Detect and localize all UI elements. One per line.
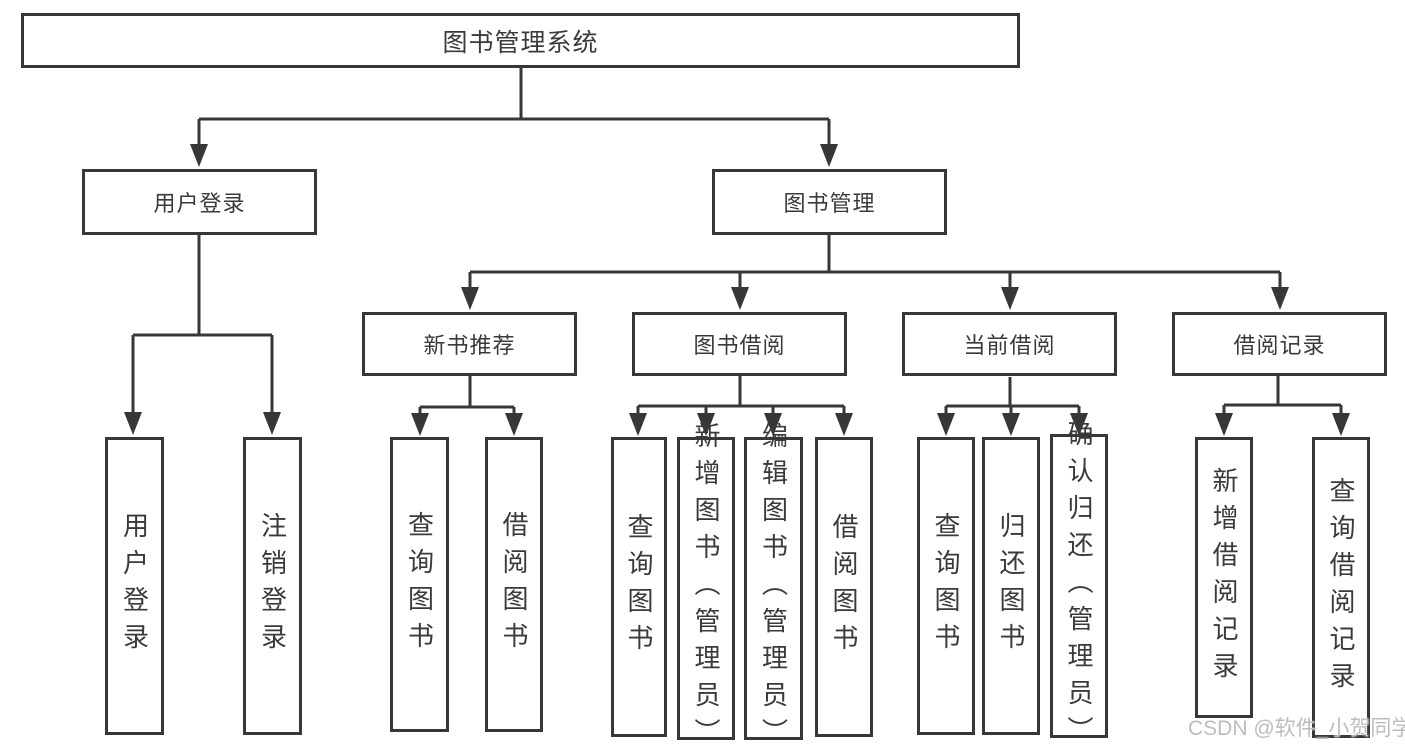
leaf-label: 查询图书 bbox=[404, 510, 435, 659]
node-user-login: 用户登录 bbox=[82, 169, 317, 235]
leaf-return-book: 归还图书 bbox=[982, 437, 1040, 735]
node-label: 当前借阅 bbox=[963, 333, 1056, 358]
leaf-query-book-recommend: 查询图书 bbox=[390, 437, 449, 732]
node-label: 图书管理 bbox=[783, 191, 876, 216]
leaf-query-book-borrow: 查询图书 bbox=[611, 437, 667, 737]
leaf-label: 编辑图书（管理员） bbox=[758, 422, 789, 747]
leaf-user-login: 用户登录 bbox=[105, 437, 164, 735]
leaf-confirm-return-admin: 确认归还（管理员） bbox=[1050, 420, 1108, 747]
node-label: 图书借阅 bbox=[693, 333, 786, 358]
leaf-borrow-book: 借阅图书 bbox=[815, 437, 873, 737]
leaf-label: 借阅图书 bbox=[829, 513, 859, 661]
node-borrow-record: 借阅记录 bbox=[1172, 312, 1387, 376]
leaf-add-book-admin: 新增图书（管理员） bbox=[677, 422, 735, 747]
node-label: 借阅记录 bbox=[1233, 333, 1326, 358]
arrowheads bbox=[124, 144, 1350, 436]
leaf-label: 查询借阅记录 bbox=[1326, 476, 1356, 699]
leaf-query-borrow-record: 查询借阅记录 bbox=[1312, 437, 1370, 738]
leaf-label: 确认归还（管理员） bbox=[1064, 419, 1094, 747]
leaf-borrow-book-recommend: 借阅图书 bbox=[485, 437, 543, 732]
leaf-label: 注销登录 bbox=[257, 512, 288, 660]
leaf-label: 查询图书 bbox=[931, 512, 961, 660]
leaf-edit-book-admin: 编辑图书（管理员） bbox=[744, 422, 803, 747]
node-current-borrow: 当前借阅 bbox=[902, 312, 1117, 376]
csdn-watermark: CSDN @软件_小贺同学 bbox=[1188, 717, 1405, 740]
leaf-label: 用户登录 bbox=[119, 512, 150, 660]
node-new-book-recommend: 新书推荐 bbox=[362, 312, 577, 376]
leaf-label: 新增图书（管理员） bbox=[691, 422, 721, 747]
leaf-add-borrow-record: 新增借阅记录 bbox=[1195, 437, 1253, 718]
node-label: 用户登录 bbox=[153, 191, 246, 216]
leaf-logout: 注销登录 bbox=[243, 437, 302, 735]
leaf-label: 新增借阅记录 bbox=[1209, 466, 1239, 689]
node-label: 新书推荐 bbox=[423, 333, 516, 358]
node-library-management-system: 图书管理系统 bbox=[21, 13, 1020, 68]
node-book-borrow: 图书借阅 bbox=[632, 312, 847, 376]
connector-paths bbox=[131, 68, 1343, 421]
node-book-management: 图书管理 bbox=[712, 169, 947, 235]
leaf-query-book-current: 查询图书 bbox=[917, 437, 975, 735]
leaf-label: 归还图书 bbox=[996, 512, 1026, 660]
node-label: 图书管理系统 bbox=[442, 28, 599, 57]
leaf-label: 借阅图书 bbox=[499, 510, 529, 659]
leaf-label: 查询图书 bbox=[624, 513, 654, 661]
